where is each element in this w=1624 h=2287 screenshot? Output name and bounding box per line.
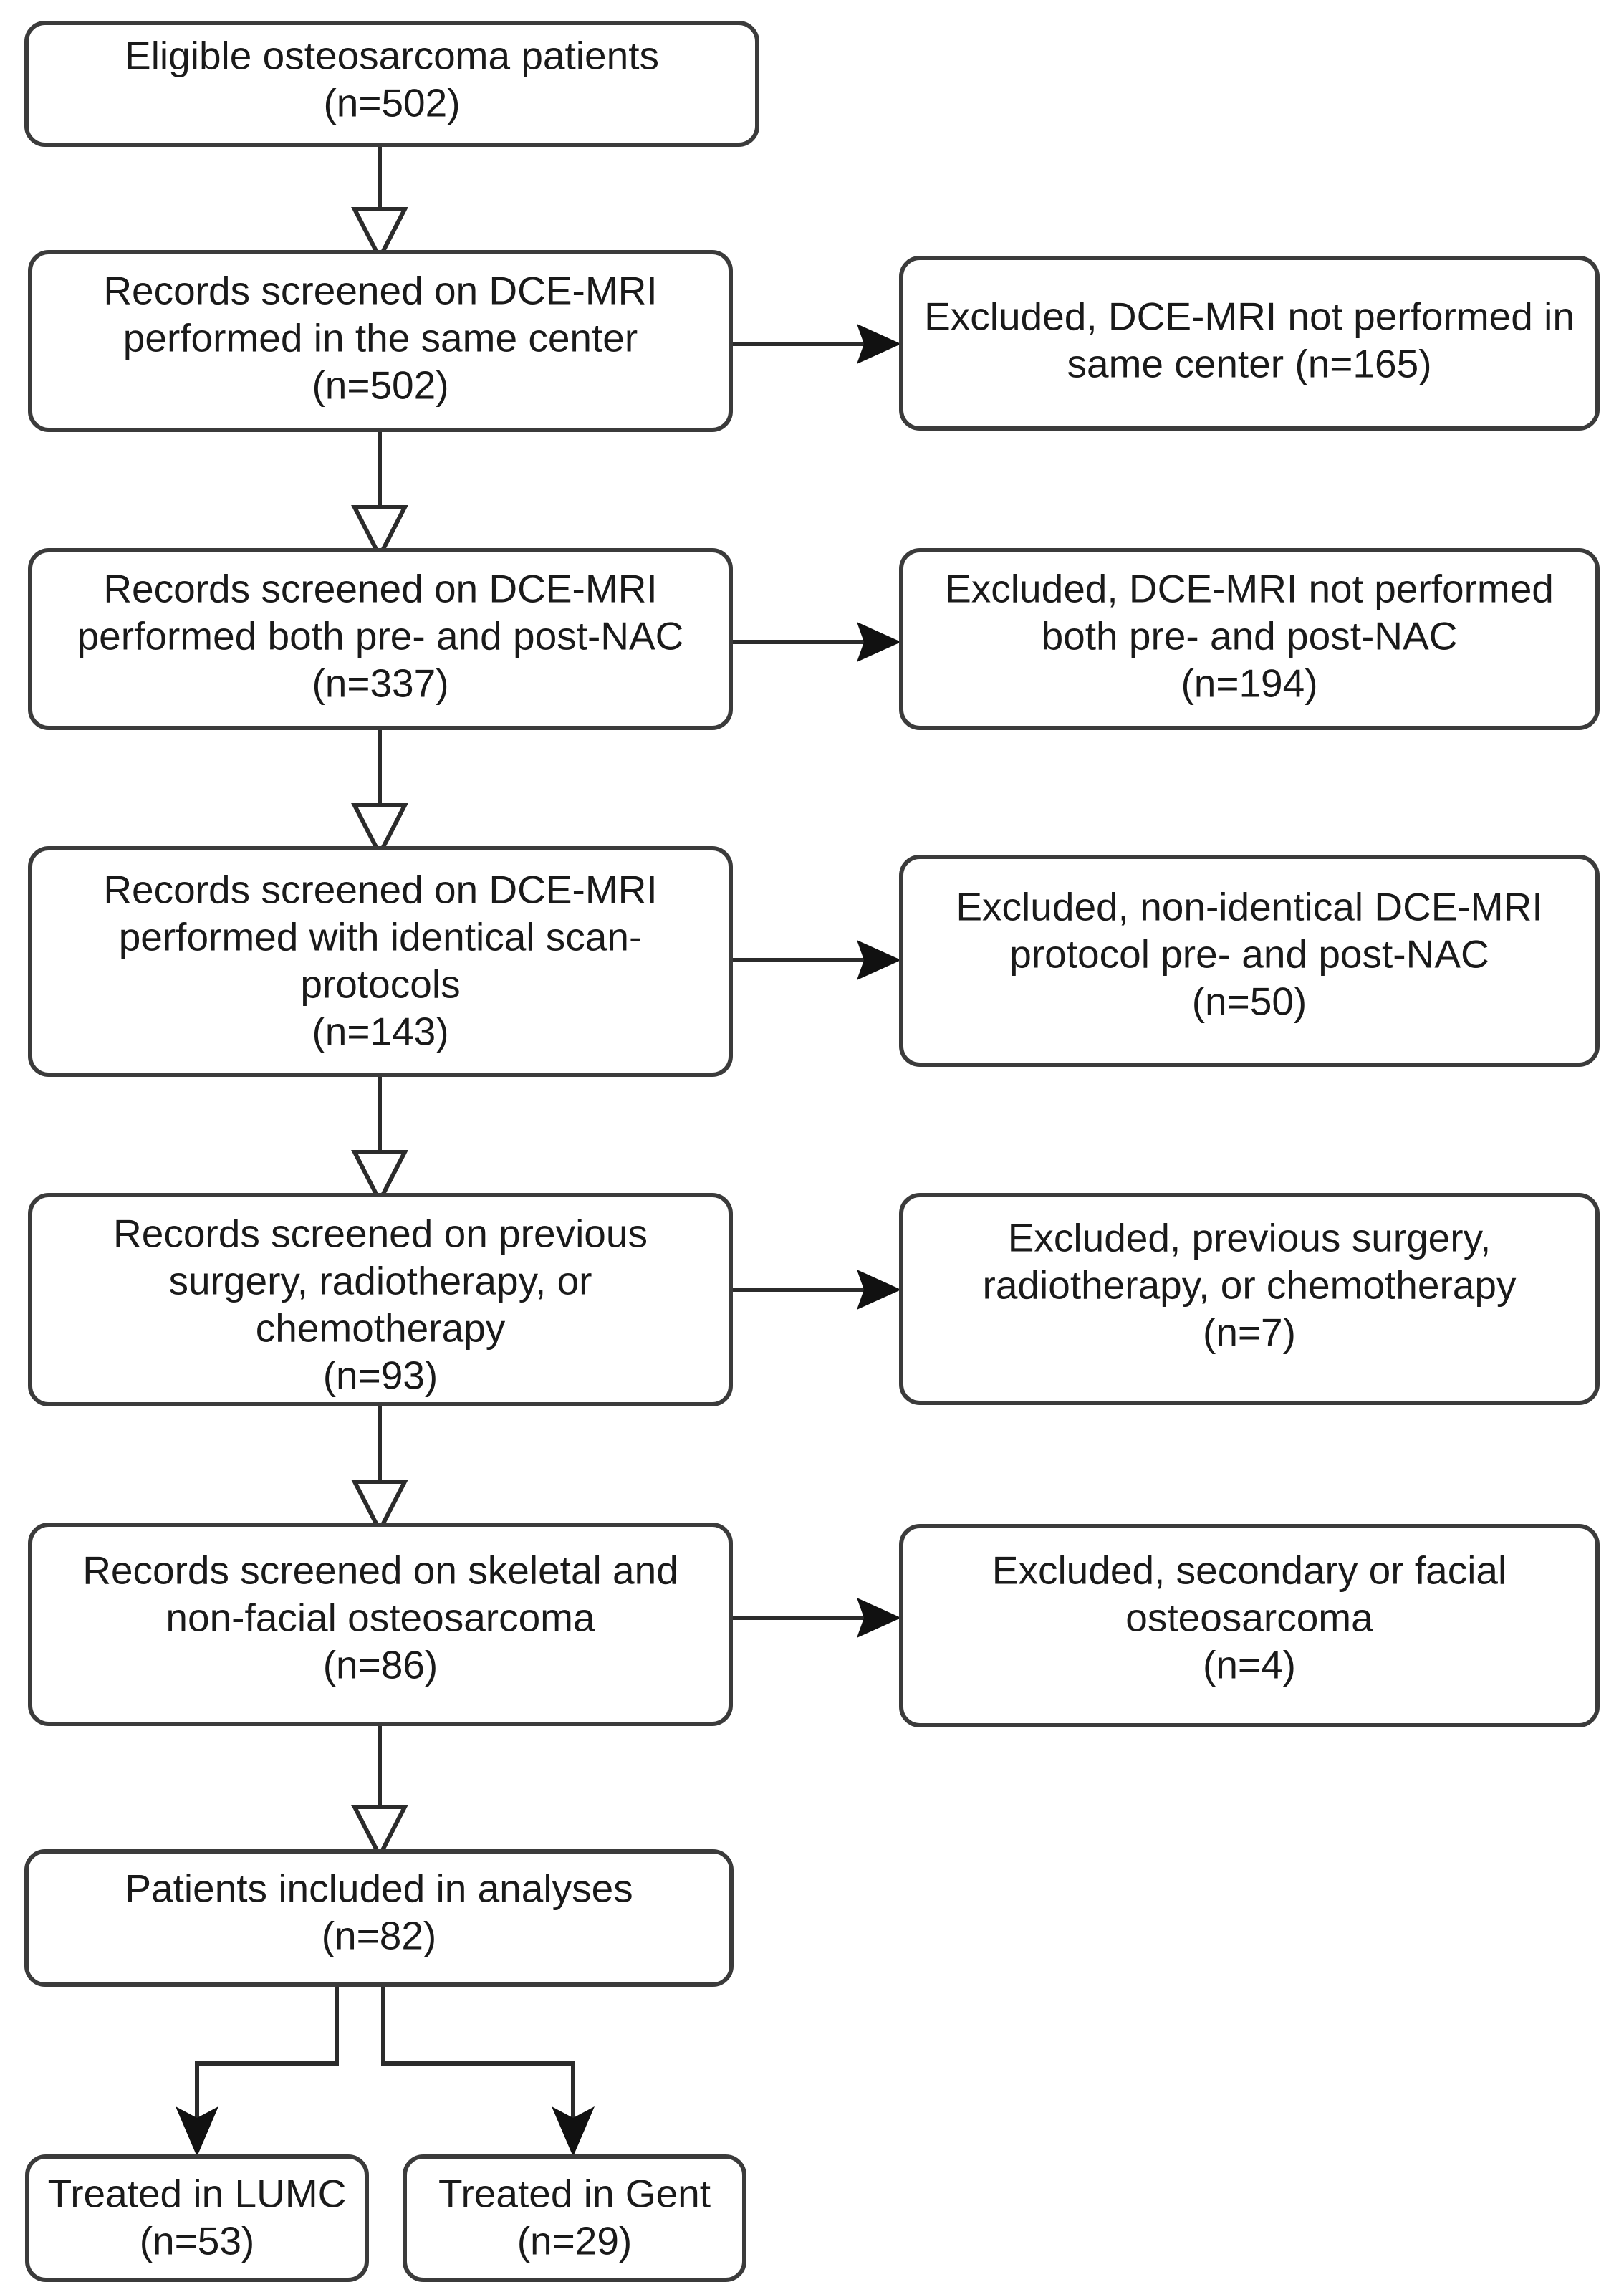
- excluded-not-pre-post-nac-box-shape: [899, 548, 1600, 730]
- screened-identical-protocols-box-shape: [28, 846, 733, 1077]
- arrow-down-icon: [351, 207, 408, 263]
- excluded-skeletal-line-3: (n=4): [1203, 1643, 1296, 1687]
- exclusion-connector-group: [731, 324, 901, 1638]
- excluded-skeletal-line-2: osteosarcoma: [1125, 1596, 1373, 1640]
- screened-identical-protocols-box[interactable]: Records screened on DCE-MRI performed wi…: [28, 846, 733, 1077]
- screened-previous-treatment-box-shape: [28, 1193, 733, 1406]
- excluded-previous-line-2: radiotherapy, or chemotherapy: [983, 1263, 1517, 1308]
- screened-skeletal-non-facial-box[interactable]: Records screened on skeletal and non-fac…: [28, 1523, 733, 1726]
- screened-previous-line-3: chemotherapy: [256, 1306, 506, 1351]
- excluded-previous-line-1: Excluded, previous surgery,: [1008, 1216, 1491, 1260]
- screened-previous-line-1: Records screened on previous: [113, 1212, 648, 1256]
- arrow-down-icon: [351, 803, 408, 859]
- treated-gent-line-1: Treated in Gent: [438, 2172, 711, 2216]
- excluded-not-same-center-line-2: same center (n=165): [1067, 342, 1431, 386]
- screened-same-center-line-3: (n=502): [312, 363, 448, 408]
- excluded-protocol-line-2: protocol pre- and post-NAC: [1009, 932, 1489, 977]
- screened-same-center-box-shape: [28, 250, 733, 432]
- patients-included-box-shape: [24, 1849, 734, 1987]
- excluded-not-same-center-box-shape: [899, 256, 1600, 431]
- screened-previous-line-2: surgery, radiotherapy, or: [168, 1259, 592, 1303]
- arrow-down-icon: [176, 2106, 218, 2157]
- excluded-pre-post-line-2: both pre- and post-NAC: [1042, 614, 1458, 658]
- excluded-secondary-facial-box[interactable]: Excluded, secondary or facial osteosarco…: [899, 1524, 1600, 1727]
- patients-included-line-1: Patients included in analyses: [125, 1866, 633, 1911]
- connector-included-to-gent: [381, 1985, 575, 2139]
- patients-included-line-2: (n=82): [322, 1914, 437, 1958]
- hollow-arrowhead-group: [351, 207, 408, 1861]
- screened-same-center-line-2: performed in the same center: [123, 316, 638, 360]
- treated-lumc-line-1: Treated in LUMC: [48, 2172, 347, 2216]
- connector-included-to-lumc: [195, 1985, 339, 2139]
- arrow-right-icon: [857, 1598, 901, 1638]
- screened-protocol-line-4: (n=143): [312, 1010, 448, 1054]
- treated-gent-line-2: (n=29): [517, 2219, 633, 2263]
- arrow-down-icon: [552, 2106, 595, 2157]
- excluded-protocol-line-1: Excluded, non-identical DCE-MRI: [956, 885, 1542, 929]
- screened-skeletal-non-facial-box-shape: [28, 1523, 733, 1726]
- screened-previous-treatment-box[interactable]: Records screened on previous surgery, ra…: [28, 1193, 733, 1406]
- screened-protocol-line-1: Records screened on DCE-MRI: [103, 868, 657, 912]
- screened-pre-post-nac-box[interactable]: Records screened on DCE-MRI performed bo…: [28, 548, 733, 730]
- excluded-not-pre-post-nac-box[interactable]: Excluded, DCE-MRI not performed both pre…: [899, 548, 1600, 730]
- screened-previous-line-4: (n=93): [323, 1353, 438, 1398]
- screened-pre-post-line-1: Records screened on DCE-MRI: [103, 567, 657, 611]
- excluded-previous-treatment-box-shape: [899, 1193, 1600, 1405]
- excluded-secondary-facial-box-shape: [899, 1524, 1600, 1727]
- excluded-skeletal-line-1: Excluded, secondary or facial: [992, 1548, 1507, 1593]
- screened-pre-post-nac-box-shape: [28, 548, 733, 730]
- eligible-patients-line-2: (n=502): [323, 81, 460, 125]
- excluded-protocol-line-3: (n=50): [1192, 979, 1307, 1024]
- excluded-not-same-center-line-1: Excluded, DCE-MRI not performed in: [924, 294, 1575, 339]
- arrow-down-icon: [351, 1150, 408, 1206]
- branch-connector-group: [176, 1985, 595, 2157]
- treated-lumc-line-2: (n=53): [140, 2219, 255, 2263]
- arrow-down-icon: [351, 1480, 408, 1535]
- treated-in-gent-box-shape: [403, 2154, 746, 2282]
- treated-in-lumc-box-shape: [25, 2154, 369, 2282]
- screened-skeletal-line-2: non-facial osteosarcoma: [165, 1596, 595, 1640]
- screened-protocol-line-3: protocols: [300, 962, 460, 1007]
- arrow-right-icon: [857, 940, 901, 980]
- eligible-patients-box-shape: [24, 21, 759, 147]
- excluded-non-identical-protocol-box[interactable]: Excluded, non-identical DCE-MRI protocol…: [899, 855, 1600, 1067]
- arrow-down-icon: [351, 1805, 408, 1861]
- screened-skeletal-line-1: Records screened on skeletal and: [82, 1548, 678, 1593]
- treated-in-lumc-box[interactable]: Treated in LUMC (n=53): [25, 2154, 369, 2282]
- screened-skeletal-line-3: (n=86): [323, 1643, 438, 1687]
- screened-pre-post-line-3: (n=337): [312, 661, 448, 706]
- treated-in-gent-box[interactable]: Treated in Gent (n=29): [403, 2154, 746, 2282]
- arrow-right-icon: [857, 622, 901, 662]
- arrow-down-icon: [351, 505, 408, 561]
- screened-protocol-line-2: performed with identical scan-: [119, 915, 643, 959]
- excluded-previous-treatment-box[interactable]: Excluded, previous surgery, radiotherapy…: [899, 1193, 1600, 1405]
- screened-same-center-line-1: Records screened on DCE-MRI: [103, 269, 657, 313]
- excluded-pre-post-line-1: Excluded, DCE-MRI not performed: [945, 567, 1554, 611]
- screened-same-center-box[interactable]: Records screened on DCE-MRI performed in…: [28, 250, 733, 432]
- screened-pre-post-line-2: performed both pre- and post-NAC: [77, 614, 684, 658]
- excluded-not-same-center-box[interactable]: Excluded, DCE-MRI not performed in same …: [899, 256, 1600, 431]
- excluded-pre-post-line-3: (n=194): [1181, 661, 1317, 706]
- excluded-non-identical-protocol-box-shape: [899, 855, 1600, 1067]
- excluded-previous-line-3: (n=7): [1203, 1310, 1296, 1355]
- patients-included-box[interactable]: Patients included in analyses (n=82): [24, 1849, 734, 1987]
- arrow-right-icon: [857, 1270, 901, 1310]
- eligible-patients-box[interactable]: Eligible osteosarcoma patients (n=502): [24, 21, 759, 147]
- arrow-right-icon: [857, 324, 901, 364]
- eligible-patients-line-1: Eligible osteosarcoma patients: [125, 34, 659, 78]
